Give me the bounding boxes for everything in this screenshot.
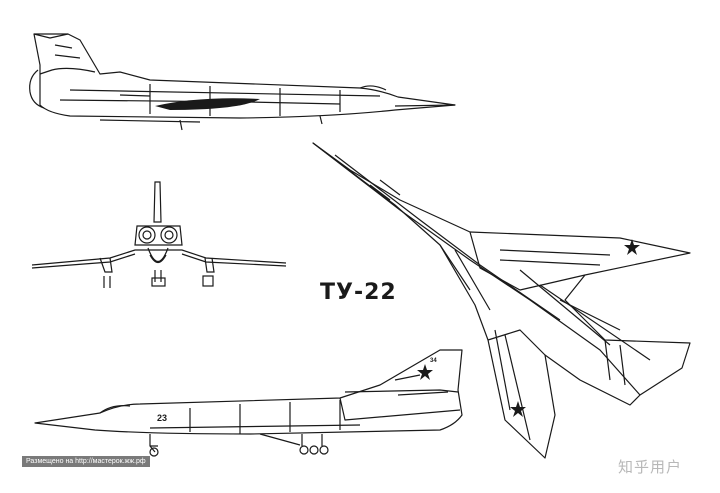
side-view-upper — [29, 33, 456, 131]
credit-watermark: 知乎用户 — [618, 459, 683, 476]
star-marking-fin — [417, 364, 433, 380]
source-watermark: Размещено на http://мастерок.жж.рф — [22, 456, 150, 467]
star-marking-upper-wing — [624, 239, 640, 255]
weapons-bay-marking — [155, 98, 260, 110]
top-view-number: 34 — [430, 358, 437, 364]
front-view — [31, 181, 287, 288]
side-view-number: 23 — [157, 413, 167, 423]
side-view-lower — [34, 349, 463, 457]
star-marking-lower-wing — [510, 401, 526, 417]
top-view — [312, 142, 691, 459]
drawing-title: ТУ-22 — [320, 280, 397, 305]
